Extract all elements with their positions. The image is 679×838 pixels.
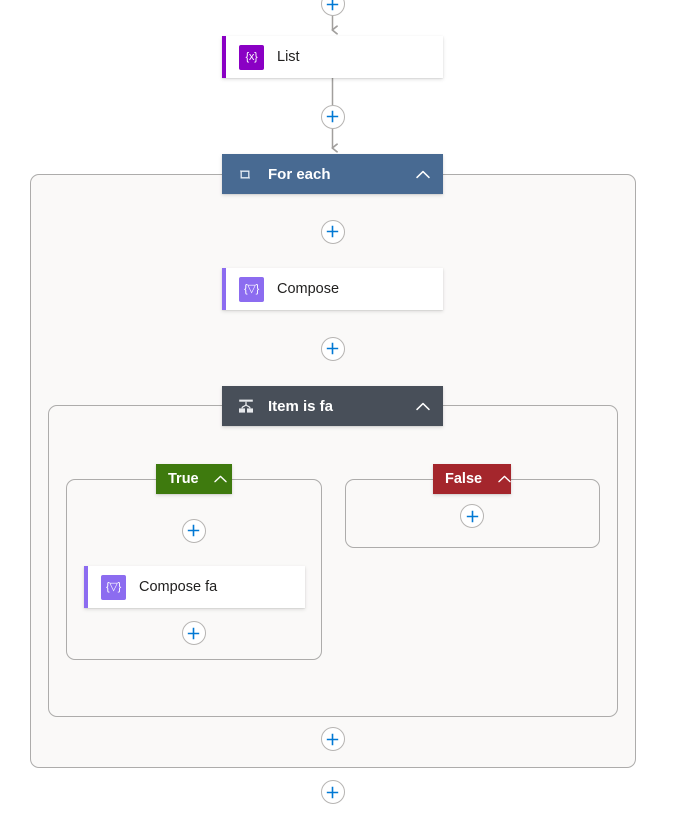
foreach-scope-title: For each xyxy=(268,165,331,183)
plus-icon xyxy=(326,733,339,745)
chevron-up-icon[interactable] xyxy=(496,471,512,487)
compose-icon: {▽} xyxy=(101,574,126,600)
condition-scope-header[interactable]: Item is fa xyxy=(222,386,443,426)
plus-icon xyxy=(326,225,339,238)
chevron-up-icon[interactable] xyxy=(415,398,431,414)
compose-icon: {▽} xyxy=(239,276,264,302)
insert-in-true-branch-below-composefa-button[interactable] xyxy=(181,621,206,645)
action-card-compose[interactable]: {▽} Compose xyxy=(222,268,443,310)
true-branch-label: True xyxy=(168,471,199,487)
action-card-title: Compose fa xyxy=(139,579,218,595)
insert-above-list-button[interactable] xyxy=(320,0,345,16)
insert-in-false-branch-button[interactable] xyxy=(460,504,484,528)
chevron-up-icon[interactable] xyxy=(415,166,431,182)
insert-between-list-and-foreach-button[interactable] xyxy=(320,104,345,129)
insert-in-true-branch-above-composefa-button[interactable] xyxy=(181,518,206,543)
plus-icon xyxy=(326,342,339,355)
plus-icon xyxy=(466,510,478,522)
false-branch-label: False xyxy=(445,471,483,487)
condition-branch-icon xyxy=(236,396,256,416)
insert-inside-foreach-top-button[interactable] xyxy=(320,219,345,244)
list-variable-icon: {x} xyxy=(239,44,264,70)
plus-icon xyxy=(326,786,339,798)
action-card-list[interactable]: {x} List xyxy=(222,36,443,78)
false-branch-badge[interactable]: False xyxy=(433,464,511,494)
card-accent-bar xyxy=(84,566,88,608)
action-card-title: List xyxy=(277,49,300,65)
card-body: {▽} Compose fa xyxy=(88,566,305,608)
condition-scope-title: Item is fa xyxy=(268,397,334,415)
insert-after-foreach-button[interactable] xyxy=(320,780,345,804)
action-card-title: Compose xyxy=(277,281,340,297)
card-accent-bar xyxy=(222,268,226,310)
chevron-up-icon[interactable] xyxy=(213,471,229,487)
foreach-scope-header[interactable]: For each xyxy=(222,154,443,194)
loop-icon xyxy=(236,164,256,184)
action-card-compose-fa[interactable]: {▽} Compose fa xyxy=(84,566,305,608)
plus-icon xyxy=(187,627,200,639)
card-body: {x} List xyxy=(226,36,443,78)
card-accent-bar xyxy=(222,36,226,78)
plus-icon xyxy=(187,524,200,537)
insert-inside-foreach-bottom-button[interactable] xyxy=(320,727,345,751)
true-branch-badge[interactable]: True xyxy=(156,464,232,494)
plus-icon xyxy=(326,110,339,123)
plus-icon xyxy=(326,0,339,10)
card-body: {▽} Compose xyxy=(226,268,443,310)
insert-between-compose-and-condition-button[interactable] xyxy=(320,336,345,361)
